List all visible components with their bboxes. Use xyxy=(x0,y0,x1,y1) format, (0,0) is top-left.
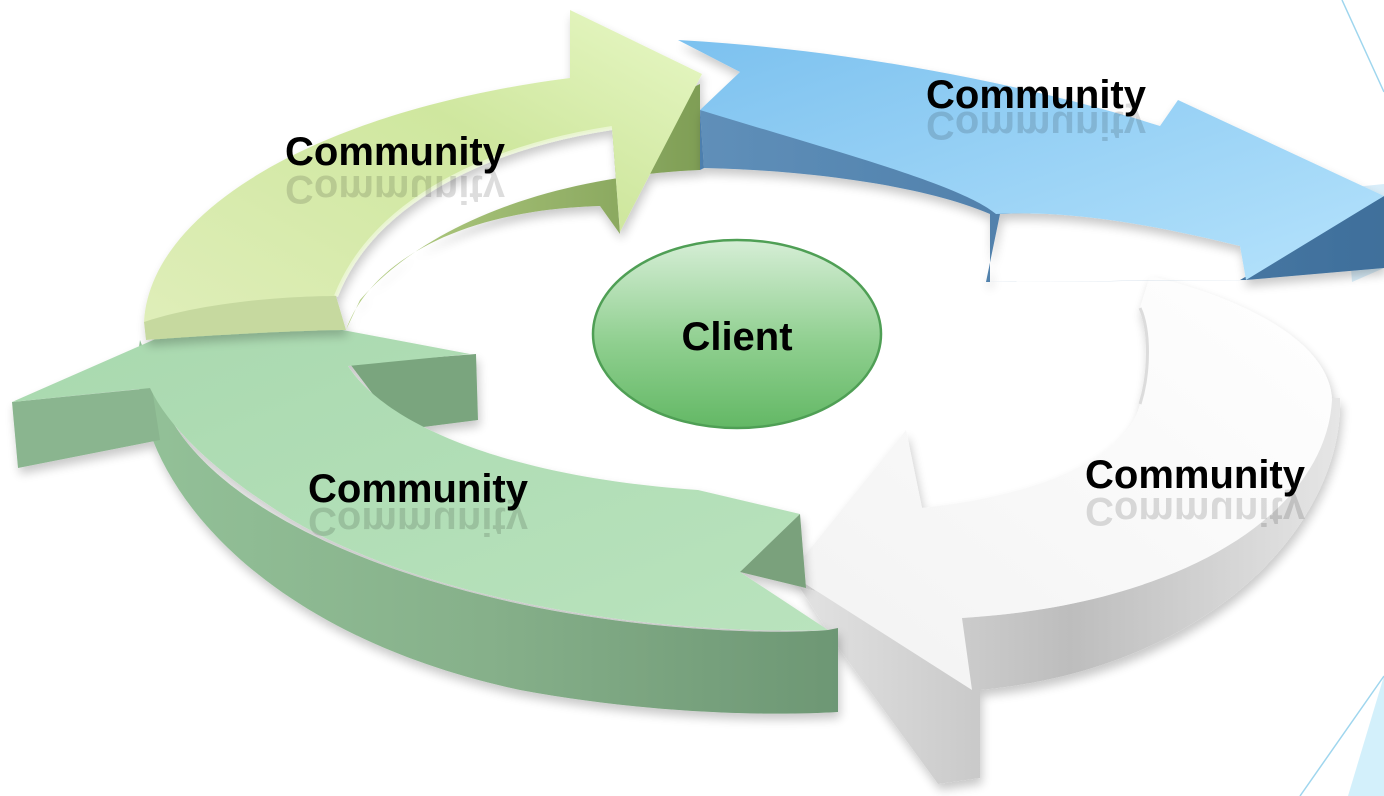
segment-label-bottom-right: Community xyxy=(1085,453,1306,497)
segment-label-top-right: Community xyxy=(926,73,1147,117)
arrow-top-right xyxy=(678,40,1384,282)
segment-label-bottom-left: Community xyxy=(308,467,529,511)
center-node: Client xyxy=(591,238,883,430)
center-ellipse xyxy=(591,238,883,430)
segment-label-shadow: Community xyxy=(308,499,529,543)
segment-label-shadow: Community xyxy=(926,103,1147,147)
segment-label-shadow: Community xyxy=(285,167,506,211)
arrow-top-left xyxy=(144,10,702,340)
segment-label-top-left: Community xyxy=(285,130,506,174)
segment-labels: Community Community Community Community … xyxy=(285,73,1306,543)
center-label: Client xyxy=(681,315,792,359)
segment-label-shadow: Community xyxy=(1085,489,1306,533)
arrow-bottom-left xyxy=(12,308,838,714)
arrow-bottom-right xyxy=(790,276,1341,784)
